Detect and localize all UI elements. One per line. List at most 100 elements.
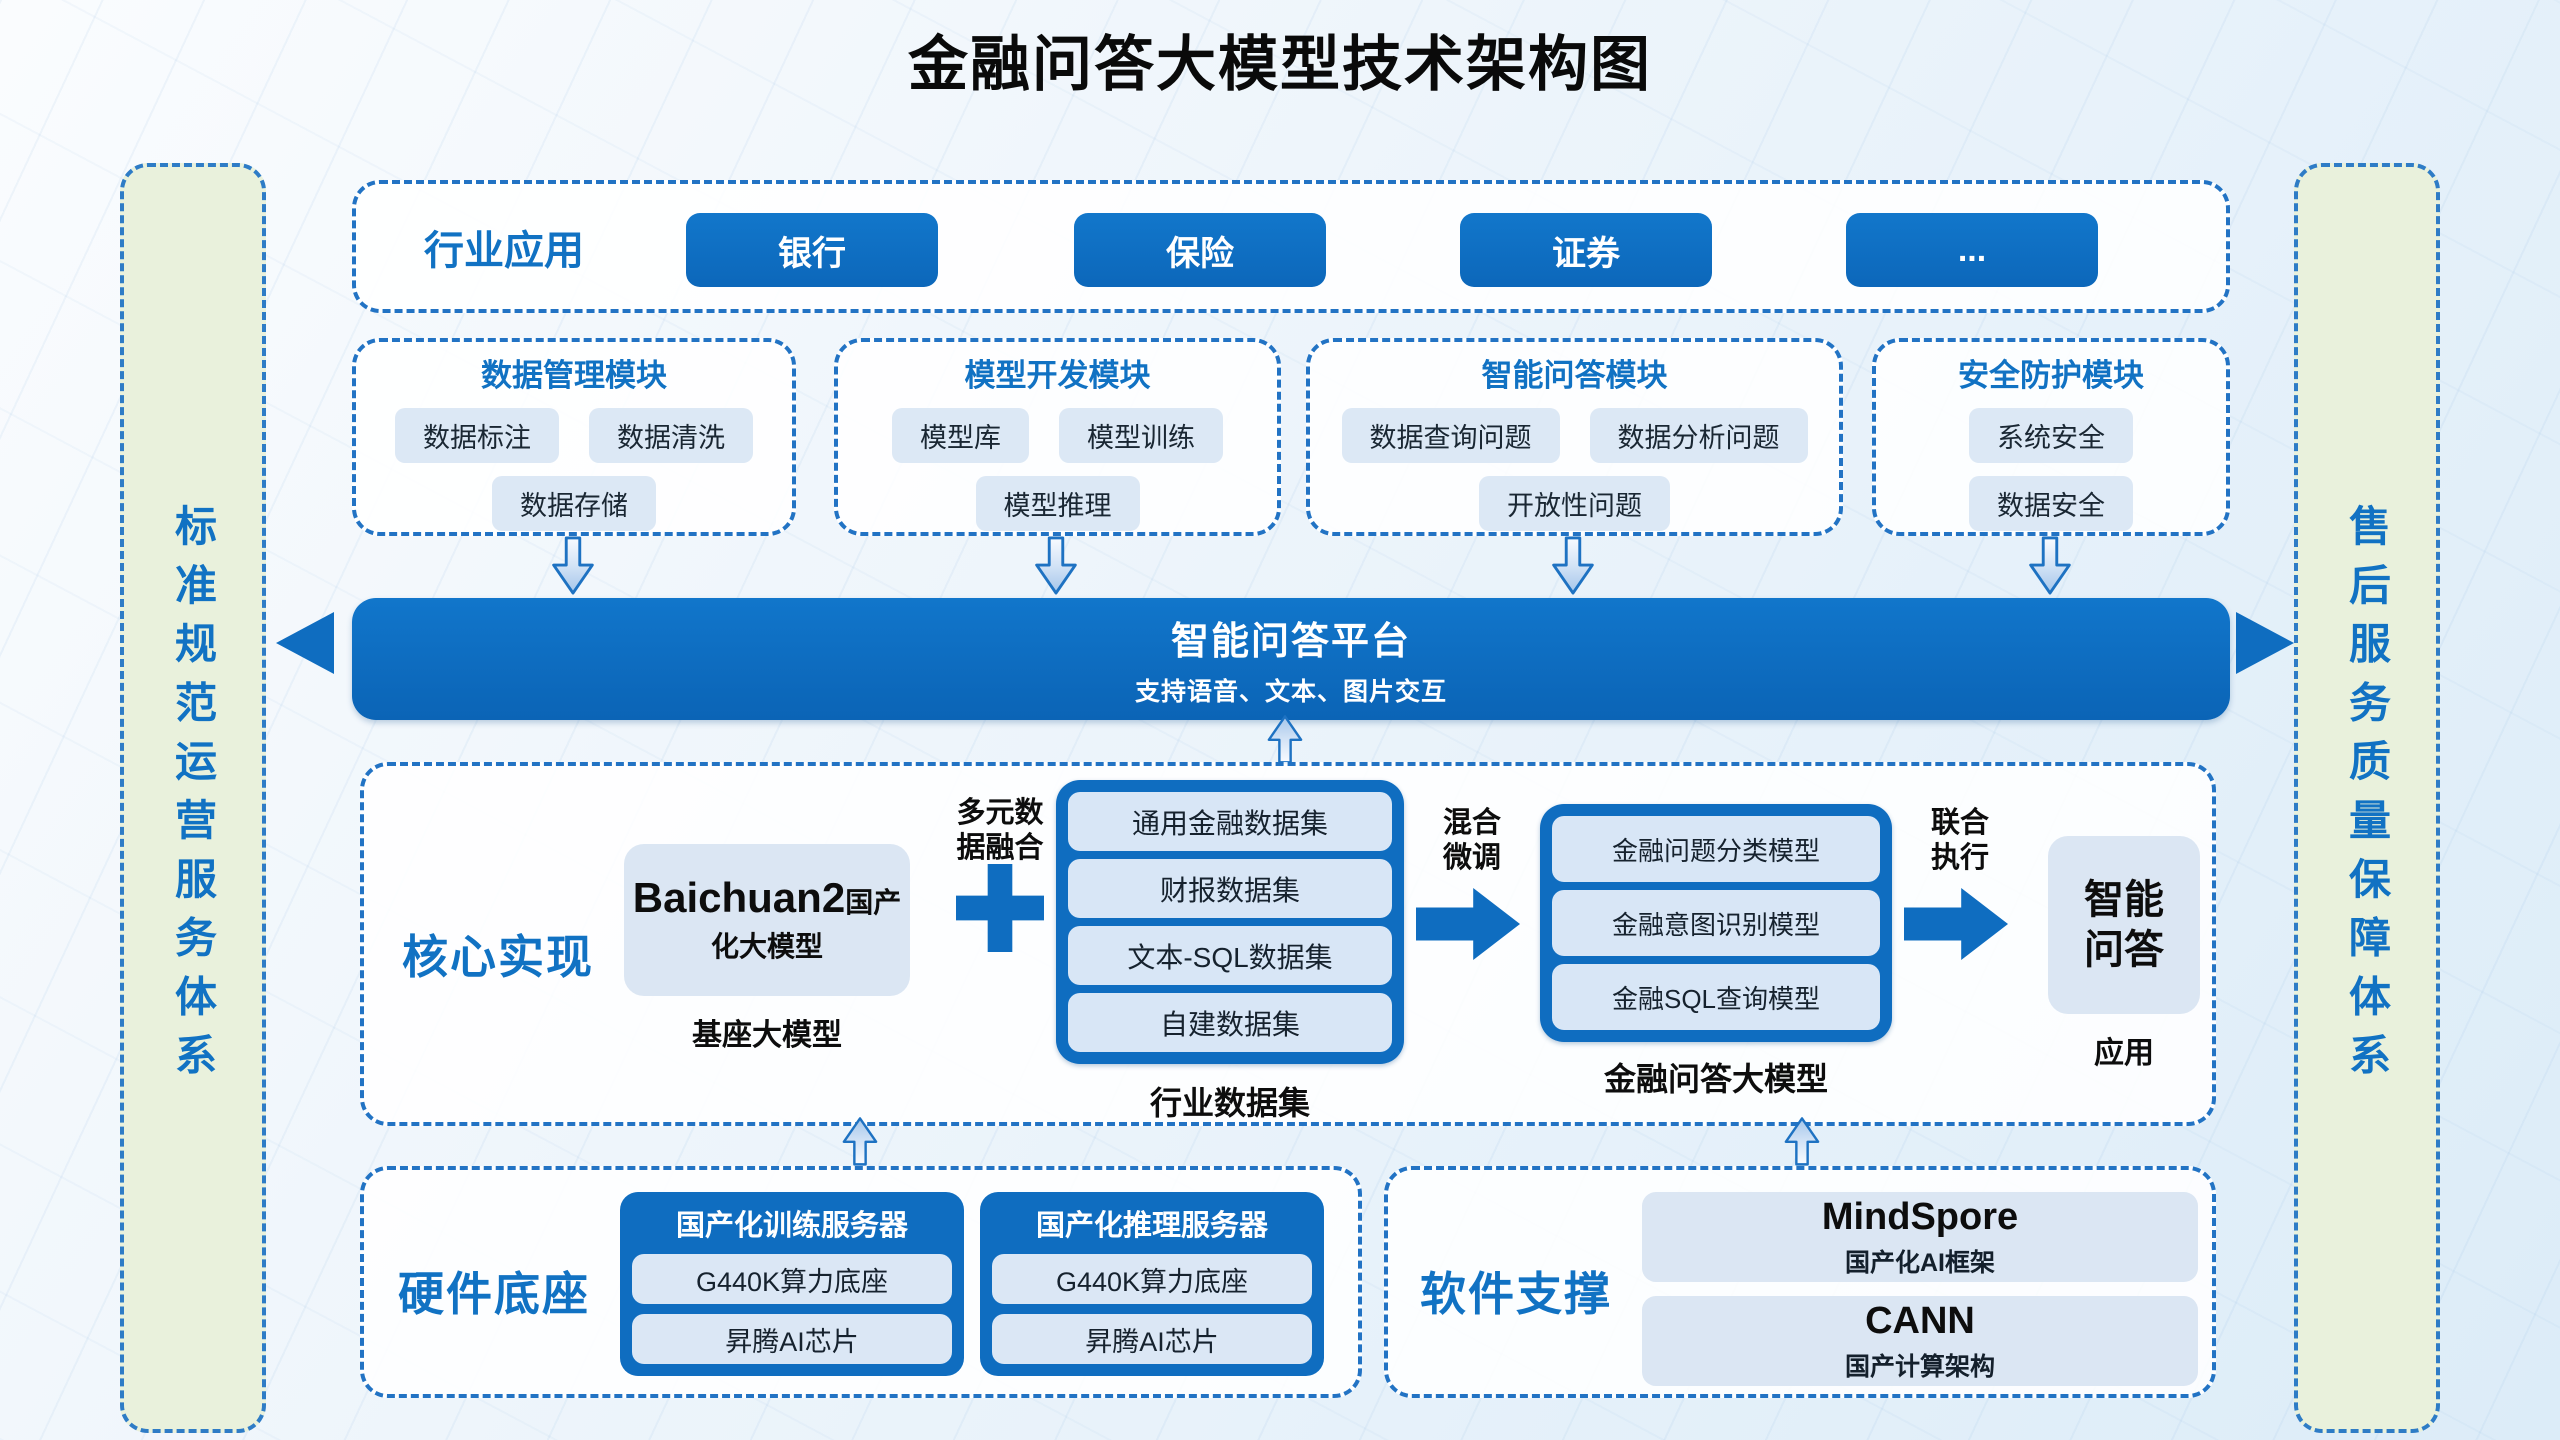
exec-label-line1: 联合 <box>1930 807 1989 839</box>
industry-item-bank: 银行 <box>686 213 938 287</box>
software-name: CANN <box>1865 1299 1975 1342</box>
platform-bar: 智能问答平台 支持语音、文本、图片交互 <box>352 598 2230 720</box>
inference-server-container: 国产化推理服务器 G440K算力底座 昇腾AI芯片 <box>980 1192 1324 1376</box>
module-chip: 数据分析问题 <box>1589 408 1808 463</box>
core-box: 核心实现 Baichuan2国产 化大模型 基座大模型 多元数 据融合 通用金融… <box>360 762 2216 1126</box>
base-model-caption: 基座大模型 <box>692 1019 842 1052</box>
dataset-item: 通用金融数据集 <box>1068 792 1392 851</box>
base-model-name: Baichuan2国产 <box>632 873 902 921</box>
dataset-item: 文本-SQL数据集 <box>1068 926 1392 985</box>
exec-label-line2: 执行 <box>1930 842 1989 875</box>
qa-model-caption: 金融问答大模型 <box>1603 1061 1828 1097</box>
right-block-arrow-icon <box>1904 888 2008 960</box>
module-data-management: 数据管理模块 数据标注 数据清洗 数据存储 <box>352 338 796 536</box>
mindspore-box: MindSpore 国产化AI框架 <box>1642 1192 2198 1282</box>
software-desc: 国产化AI框架 <box>1844 1248 1995 1277</box>
software-desc: 国产计算架构 <box>1844 1352 1995 1381</box>
module-chip: 数据查询问题 <box>1341 408 1560 463</box>
chips-row: 模型推理 <box>975 476 1140 531</box>
hardware-box: 硬件底座 国产化训练服务器 G440K算力底座 昇腾AI芯片 国产化推理服务器 … <box>360 1166 1362 1398</box>
server-title: 国产化推理服务器 <box>1035 1210 1268 1242</box>
plus-icon <box>956 864 1044 952</box>
software-label: 软件支撑 <box>1420 1268 1612 1320</box>
right-block-arrow-icon <box>1416 888 1520 960</box>
platform-title: 智能问答平台 <box>1170 621 1411 663</box>
right-arrow-icon <box>2236 612 2294 674</box>
finetune-label-line2: 微调 <box>1442 842 1501 875</box>
up-block-arrow-icon <box>1267 715 1303 764</box>
industry-box: 行业应用 银行 保险 证券 ... <box>352 180 2230 313</box>
module-title: 数据管理模块 <box>481 358 667 393</box>
dataset-item: 财报数据集 <box>1068 859 1392 918</box>
down-block-arrow-icon <box>2029 536 2071 595</box>
server-chip: G440K算力底座 <box>992 1254 1312 1304</box>
module-security: 安全防护模块 系统安全 数据安全 <box>1872 338 2230 536</box>
cann-box: CANN 国产计算架构 <box>1642 1296 2198 1386</box>
up-block-arrow-icon <box>842 1117 878 1166</box>
base-model-line2: 化大模型 <box>710 931 823 963</box>
base-model-box: Baichuan2国产 化大模型 <box>624 844 910 996</box>
industry-label: 行业应用 <box>424 228 584 273</box>
left-arrow-icon <box>276 612 334 674</box>
module-chip: 系统安全 <box>1969 408 2133 463</box>
base-model-name-latin: Baichuan2 <box>632 873 846 921</box>
chips-row: 系统安全 <box>1969 408 2133 463</box>
right-pillar-label: 售后服务质量保障体系 <box>2343 504 2391 1092</box>
app-line2: 问答 <box>2084 928 2164 972</box>
right-pillar: 售后服务质量保障体系 <box>2294 163 2440 1433</box>
exec-label: 联合 执行 <box>1914 806 2006 877</box>
page-title: 金融问答大模型技术架构图 <box>908 31 1652 98</box>
chips-row: 数据存储 <box>492 476 656 531</box>
module-chip: 模型库 <box>892 408 1029 463</box>
base-model-name-suffix: 国产 <box>845 886 902 918</box>
industry-item-securities: 证券 <box>1460 213 1712 287</box>
app-box: 智能 问答 <box>2048 836 2200 1014</box>
module-chip: 数据标注 <box>395 408 559 463</box>
qa-model-container: 金融问题分类模型 金融意图识别模型 金融SQL查询模型 <box>1540 804 1892 1042</box>
chips-row: 数据查询问题 数据分析问题 <box>1341 408 1808 463</box>
finetune-label-line1: 混合 <box>1442 807 1501 839</box>
server-chip: G440K算力底座 <box>632 1254 952 1304</box>
module-chip: 开放性问题 <box>1479 476 1670 531</box>
left-pillar-label: 标准规范运营服务体系 <box>169 504 217 1092</box>
datasets-container: 通用金融数据集 财报数据集 文本-SQL数据集 自建数据集 <box>1056 780 1404 1064</box>
finetune-label: 混合 微调 <box>1426 806 1518 877</box>
qa-model-item: 金融意图识别模型 <box>1552 890 1880 956</box>
chips-row: 数据标注 数据清洗 <box>395 408 753 463</box>
training-server-container: 国产化训练服务器 G440K算力底座 昇腾AI芯片 <box>620 1192 964 1376</box>
fusion-label-line2: 据融合 <box>956 832 1044 865</box>
dataset-item: 自建数据集 <box>1068 993 1392 1052</box>
chips-row: 开放性问题 <box>1479 476 1670 531</box>
left-pillar: 标准规范运营服务体系 <box>120 163 266 1433</box>
module-chip: 数据安全 <box>1969 476 2133 531</box>
server-title: 国产化训练服务器 <box>675 1210 908 1242</box>
module-model-development: 模型开发模块 模型库 模型训练 模型推理 <box>834 338 1281 536</box>
qa-model-item: 金融问题分类模型 <box>1552 816 1880 882</box>
module-chip: 模型训练 <box>1059 408 1223 463</box>
down-block-arrow-icon <box>1035 536 1077 595</box>
fusion-label-line1: 多元数 <box>956 797 1044 829</box>
app-line1: 智能 <box>2084 878 2164 922</box>
module-chip: 数据存储 <box>492 476 656 531</box>
industry-item-insurance: 保险 <box>1074 213 1326 287</box>
module-intelligent-qa: 智能问答模块 数据查询问题 数据分析问题 开放性问题 <box>1306 338 1843 536</box>
chips-row: 数据安全 <box>1969 476 2133 531</box>
core-label: 核心实现 <box>402 931 594 983</box>
up-block-arrow-icon <box>1784 1117 1820 1166</box>
module-chip: 数据清洗 <box>589 408 753 463</box>
server-chip: 昇腾AI芯片 <box>992 1314 1312 1364</box>
module-title: 智能问答模块 <box>1481 358 1668 393</box>
software-box: 软件支撑 MindSpore 国产化AI框架 CANN 国产计算架构 <box>1384 1166 2216 1398</box>
module-title: 安全防护模块 <box>1958 358 2144 393</box>
fusion-label: 多元数 据融合 <box>948 796 1052 867</box>
app-caption: 应用 <box>2094 1037 2154 1070</box>
software-name: MindSpore <box>1821 1195 2019 1238</box>
module-title: 模型开发模块 <box>964 358 1151 393</box>
chips-row: 模型库 模型训练 <box>892 408 1223 463</box>
module-chip: 模型推理 <box>975 476 1140 531</box>
server-chip: 昇腾AI芯片 <box>632 1314 952 1364</box>
down-block-arrow-icon <box>1552 536 1594 595</box>
industry-item-more: ... <box>1846 213 2098 287</box>
qa-model-item: 金融SQL查询模型 <box>1552 964 1880 1030</box>
